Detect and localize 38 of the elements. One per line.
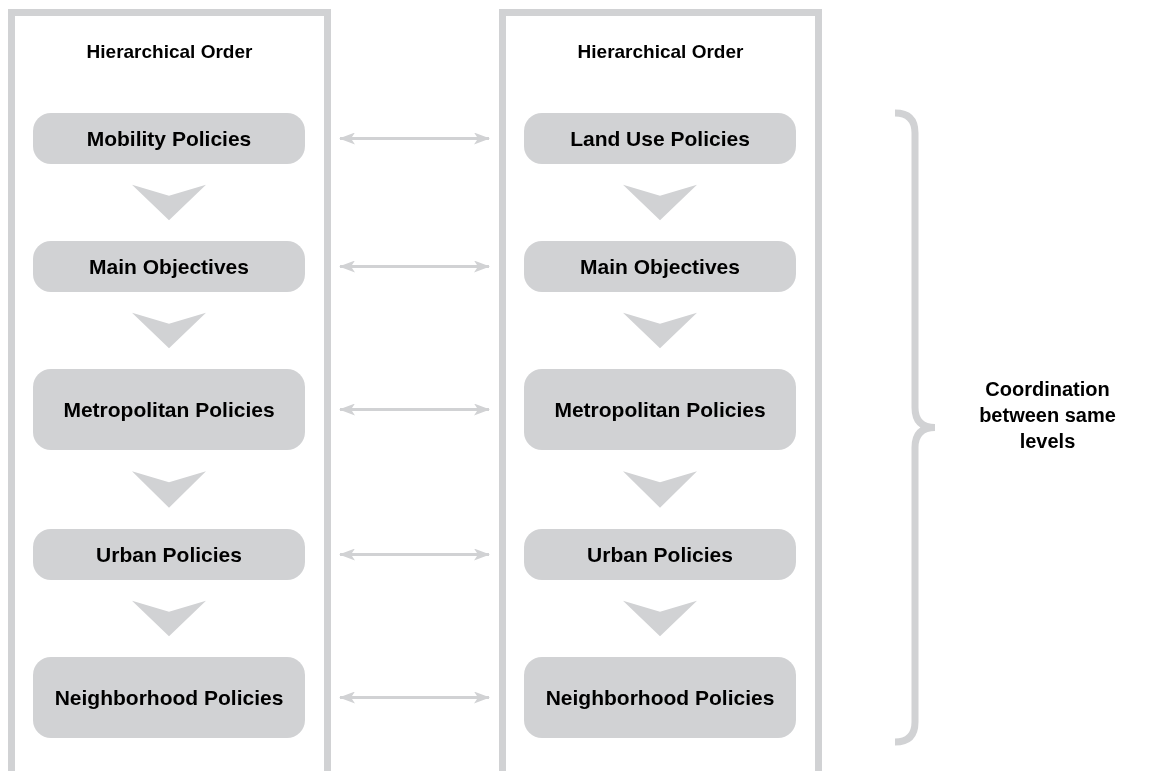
policy-box bbox=[524, 369, 796, 450]
double-arrow bbox=[339, 691, 490, 704]
policy-box bbox=[33, 241, 305, 292]
policy-box bbox=[33, 657, 305, 738]
double-arrow bbox=[339, 403, 490, 416]
chevron-arrow bbox=[623, 600, 697, 637]
box-label: Urban Policies bbox=[96, 541, 242, 568]
column-heading: Hierarchical Order bbox=[576, 41, 745, 63]
policy-box bbox=[524, 241, 796, 292]
box-label: Land Use Policies bbox=[570, 125, 750, 152]
column-panel bbox=[8, 9, 331, 771]
chevron-arrow bbox=[132, 312, 206, 349]
double-arrow bbox=[339, 132, 490, 145]
box-label: Metropolitan Policies bbox=[63, 396, 275, 423]
chevron-arrow bbox=[132, 471, 206, 508]
policy-box bbox=[524, 113, 796, 164]
chevron-arrow bbox=[623, 312, 697, 349]
box-label: Urban Policies bbox=[587, 541, 733, 568]
policy-box bbox=[524, 657, 796, 738]
policy-box bbox=[524, 529, 796, 580]
column-panel bbox=[499, 9, 822, 771]
policy-box bbox=[33, 113, 305, 164]
box-label: Mobility Policies bbox=[86, 125, 252, 152]
box-label: Neighborhood Policies bbox=[54, 684, 284, 711]
column-heading: Hierarchical Order bbox=[85, 41, 254, 63]
box-label: Neighborhood Policies bbox=[545, 684, 775, 711]
box-label: Main Objectives bbox=[580, 253, 740, 280]
chevron-arrow bbox=[132, 184, 206, 221]
brace-label: Coordination between same levels bbox=[978, 377, 1117, 454]
box-label: Metropolitan Policies bbox=[554, 396, 766, 423]
double-arrow bbox=[339, 548, 490, 561]
box-label: Main Objectives bbox=[89, 253, 249, 280]
chevron-arrow bbox=[132, 600, 206, 637]
policy-box bbox=[33, 529, 305, 580]
double-arrow bbox=[339, 260, 490, 273]
chevron-arrow bbox=[623, 184, 697, 221]
policy-box bbox=[33, 369, 305, 450]
chevron-arrow bbox=[623, 471, 697, 508]
